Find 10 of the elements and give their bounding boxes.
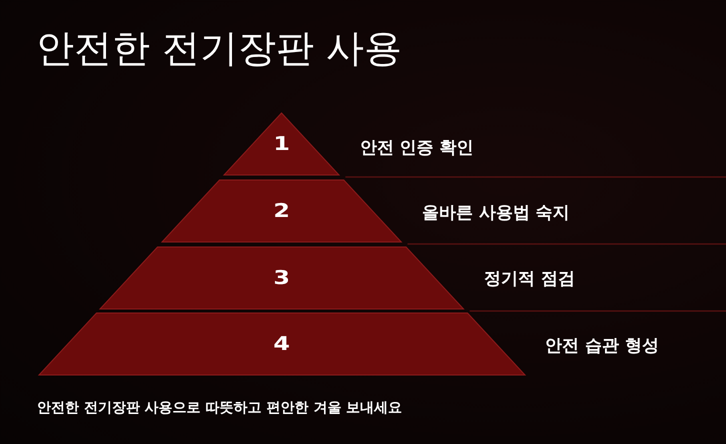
title: 안전한 전기장판 사용 [36, 26, 402, 72]
layer-number: 2 [274, 200, 290, 222]
layer-label: 안전 인증 확인 [360, 137, 474, 159]
caption: 안전한 전기장판 사용으로 따뜻하고 편안한 겨울 보내세요 [37, 399, 402, 417]
layer-number: 4 [274, 333, 290, 355]
layer-number: 1 [274, 133, 290, 155]
layer-number: 3 [274, 267, 290, 289]
layer-label: 안전 습관 형성 [545, 335, 660, 357]
layer-label: 정기적 점검 [484, 268, 575, 290]
layer-label: 올바른 사용법 숙지 [422, 202, 570, 224]
